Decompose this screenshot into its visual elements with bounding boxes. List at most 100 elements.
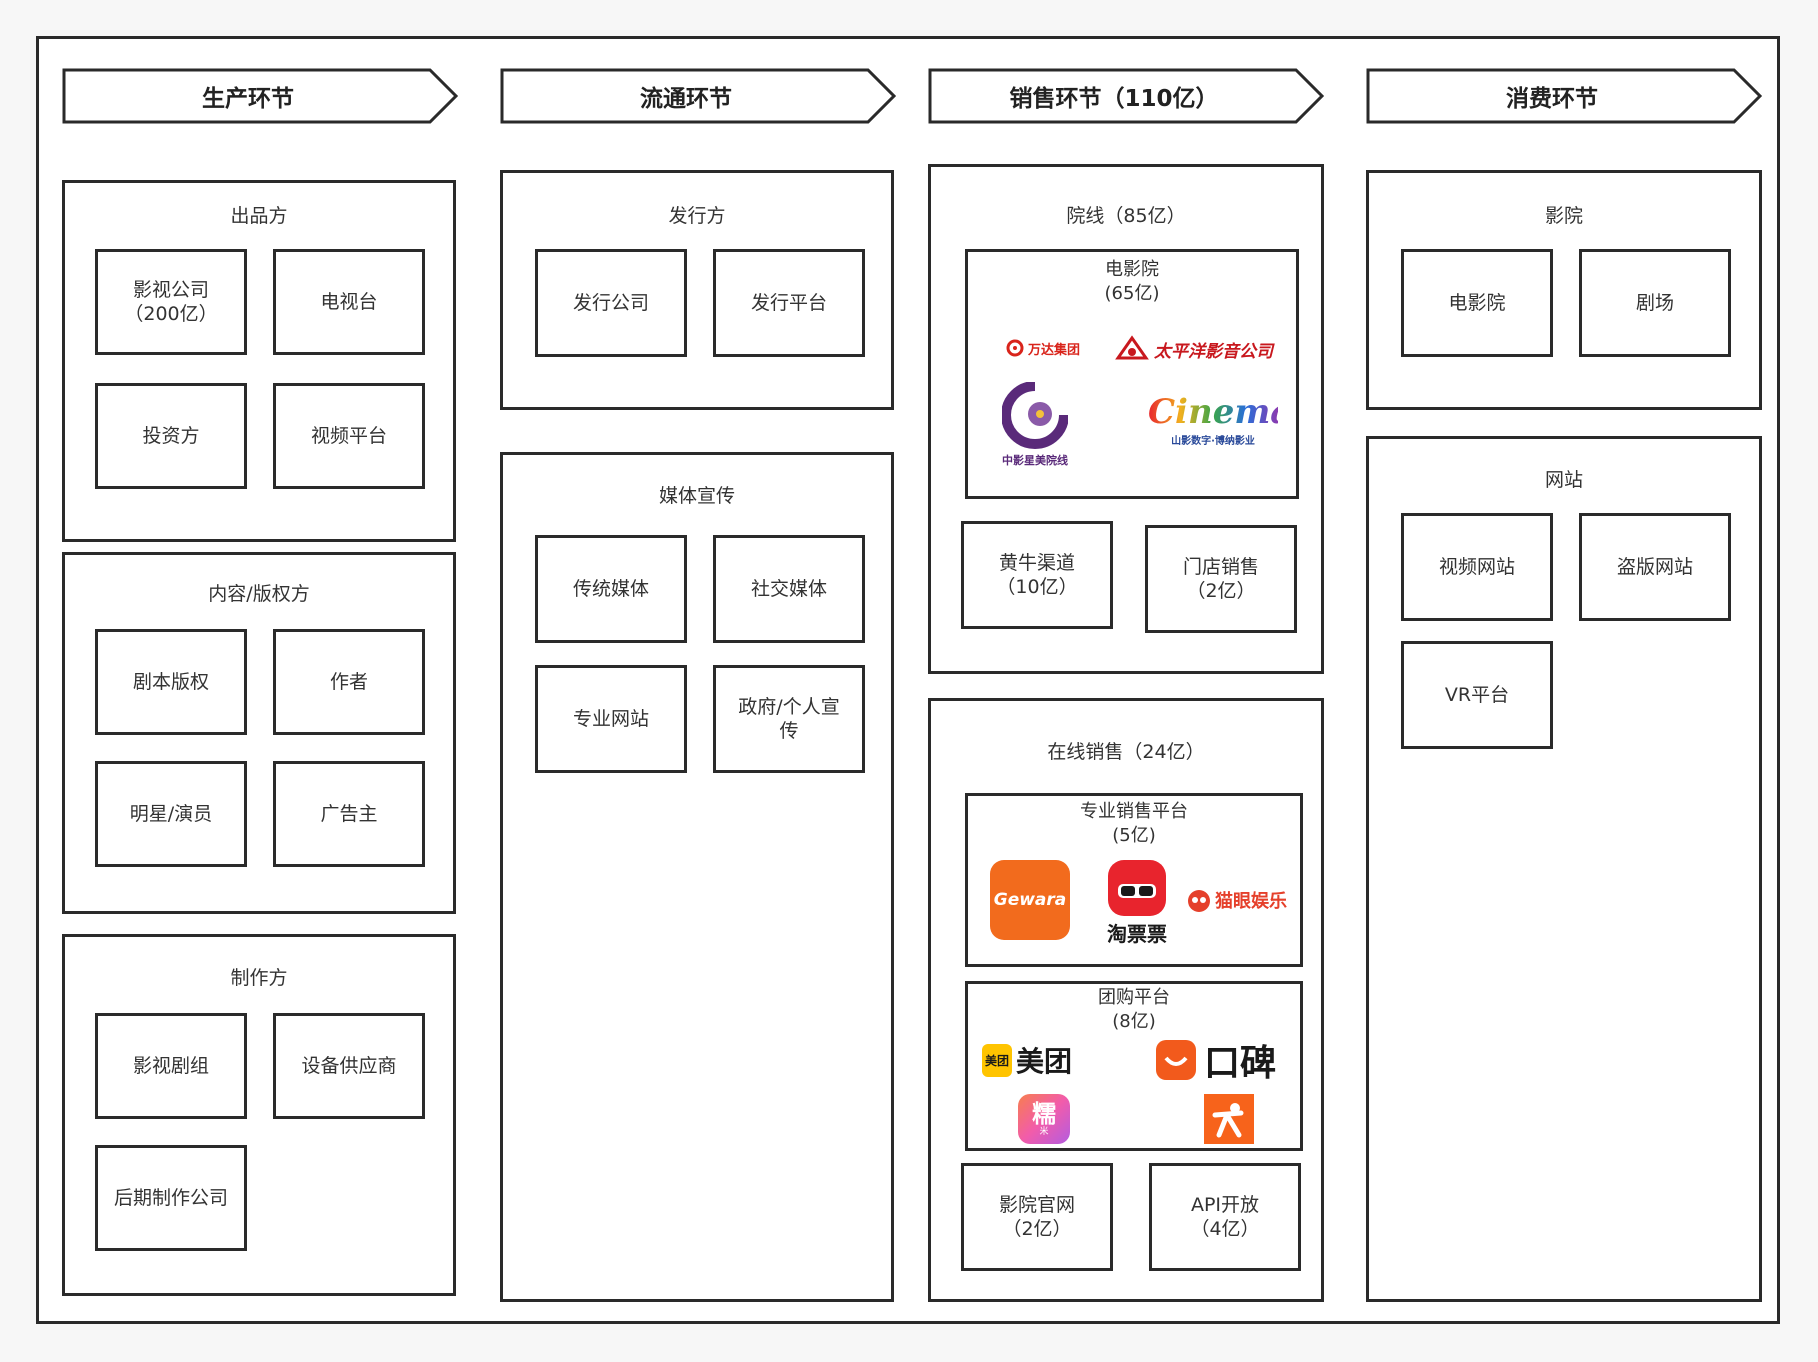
cinema-logo: Cinema 山影数字·博纳影业	[1148, 392, 1292, 462]
producer-item: 影视公司 （200亿）	[95, 249, 247, 355]
theater-title: 影院	[1544, 205, 1583, 227]
pacific-emblem-icon	[1115, 335, 1149, 360]
item-label: 门店销售	[1182, 556, 1259, 578]
cinema-box: 电影院 (65亿) 万达集团 太平洋影音公司 中影星美院线 Cinema 山影数…	[965, 249, 1299, 499]
group-platform-sub: (8亿)	[1112, 1011, 1156, 1032]
online-panel: 在线销售（24亿） 专业销售平台 (5亿) Gewara 淘票票 猫眼娱乐 团购…	[928, 698, 1324, 1302]
item-label: 设备供应商	[301, 1055, 397, 1077]
item-label: 专业网站	[572, 708, 649, 730]
stage-label-production: 生产环节	[202, 86, 294, 112]
nuomi-logo: 糯 米	[1018, 1094, 1070, 1144]
official-site-box: 影院官网 （2亿）	[961, 1163, 1113, 1271]
cinema-logo-sub: 山影数字·博纳影业	[1171, 436, 1255, 447]
maker-title: 制作方	[230, 967, 288, 989]
item-label: 视频网站	[1438, 556, 1515, 578]
producer-panel: 出品方 影视公司 （200亿） 电视台 投资方 视频平台	[62, 180, 456, 542]
item-sub: （4亿）	[1190, 1218, 1260, 1240]
rights-item: 广告主	[273, 761, 425, 867]
distributor-title: 发行方	[668, 205, 726, 227]
rights-panel: 内容/版权方 剧本版权 作者 明星/演员 广告主	[62, 552, 456, 914]
scalper-box: 黄牛渠道 （10亿）	[961, 521, 1113, 629]
maker-item: 设备供应商	[273, 1013, 425, 1119]
distributor-item: 发行平台	[713, 249, 865, 357]
maoyan-logo-text: 猫眼娱乐	[1215, 891, 1287, 912]
theater-item: 剧场	[1579, 249, 1731, 357]
website-title: 网站	[1544, 469, 1583, 491]
maker-item: 影视剧组	[95, 1013, 247, 1119]
dianping-logo	[1204, 1094, 1254, 1144]
stage-arrow-circulation	[500, 68, 896, 124]
item-label: 剧场	[1635, 292, 1674, 314]
item-label: 盗版网站	[1616, 556, 1693, 578]
item-label: 发行公司	[572, 292, 649, 314]
dianping-person-icon	[1212, 1103, 1244, 1138]
koubei-logo: 口碑	[1154, 1036, 1294, 1084]
theater-panel: 影院 电影院 剧场	[1366, 170, 1762, 410]
item-label: 剧本版权	[132, 671, 209, 693]
distributor-item: 发行公司	[535, 249, 687, 357]
item-sub: （10亿）	[996, 576, 1078, 598]
item-label: 投资方	[142, 425, 200, 447]
media-panel: 媒体宣传 传统媒体 社交媒体 专业网站 政府/个人宣 传	[500, 452, 894, 1302]
zhongying-logo: 中影星美院线	[1001, 381, 1082, 470]
rights-item: 剧本版权	[95, 629, 247, 735]
stage-label-sales: 销售环节（110亿）	[1009, 86, 1219, 112]
nuomi-logo-sub: 米	[1039, 1127, 1049, 1137]
distributor-panel: 发行方 发行公司 发行平台	[500, 170, 894, 410]
taopiaopiao-logo-text: 淘票票	[1107, 922, 1167, 946]
meituan-logo-text: 美团	[1016, 1045, 1073, 1078]
koubei-logo-text: 口碑	[1204, 1043, 1277, 1084]
item-label: 后期制作公司	[113, 1187, 228, 1209]
item-label: VR平台	[1444, 684, 1510, 706]
item-label: 社交媒体	[750, 578, 827, 600]
website-item: VR平台	[1401, 641, 1553, 749]
gewara-logo-text: Gewara	[993, 890, 1067, 910]
pro-platform-title: 专业销售平台	[1080, 801, 1188, 822]
wanda-logo: 万达集团	[1006, 336, 1116, 360]
producer-item: 视频平台	[273, 383, 425, 489]
stage-arrow-sales	[928, 68, 1324, 124]
maker-item: 后期制作公司	[95, 1145, 247, 1251]
website-item: 盗版网站	[1579, 513, 1731, 621]
wanda-logo-text: 万达集团	[1028, 342, 1081, 358]
item-label: 发行平台	[750, 292, 827, 314]
item-label: 影院官网	[998, 1194, 1075, 1216]
koubei-icon	[1156, 1040, 1196, 1080]
website-item: 视频网站	[1401, 513, 1553, 621]
item-label: 电影院	[1448, 292, 1506, 314]
media-item: 专业网站	[535, 665, 687, 773]
producer-title: 出品方	[230, 205, 288, 227]
item-sub: 传	[779, 720, 799, 742]
meituan-badge: 美团	[982, 1043, 1013, 1077]
cinema-sub: (65亿)	[1104, 283, 1160, 304]
online-title: 在线销售（24亿）	[1047, 741, 1205, 763]
item-sub: （2亿）	[1002, 1218, 1072, 1240]
group-platform-title: 团购平台	[1098, 987, 1170, 1008]
item-sub: （200亿）	[124, 303, 218, 325]
item-label: 电视台	[320, 291, 378, 313]
item-label: 影视公司	[132, 279, 209, 301]
wanda-emblem-icon	[1006, 339, 1024, 357]
maker-panel: 制作方 影视剧组 设备供应商 后期制作公司	[62, 934, 456, 1296]
pro-platform-sub: (5亿)	[1112, 825, 1156, 846]
item-label: 视频平台	[310, 425, 387, 447]
api-box: API开放 （4亿）	[1149, 1163, 1301, 1271]
nuomi-logo-text: 糯	[1032, 1100, 1056, 1128]
pacific-logo-text: 太平洋影音公司	[1154, 341, 1273, 362]
media-item: 社交媒体	[713, 535, 865, 643]
website-panel: 网站 视频网站 盗版网站 VR平台	[1366, 436, 1762, 1302]
zhongying-emblem-icon	[1001, 381, 1069, 449]
stage-label-consumption: 消费环节	[1506, 86, 1598, 112]
pro-platform-box: 专业销售平台 (5亿) Gewara 淘票票 猫眼娱乐	[965, 793, 1303, 967]
group-platform-box: 团购平台 (8亿) 美团 美团 口碑 糯 米	[965, 981, 1303, 1151]
gewara-logo: Gewara	[990, 860, 1070, 940]
pacific-logo: 太平洋影音公司	[1114, 326, 1290, 372]
store-box: 门店销售 （2亿）	[1145, 525, 1297, 633]
maoyan-logo: 猫眼娱乐	[1186, 886, 1298, 914]
item-label: 广告主	[320, 803, 378, 825]
theater-line-panel: 院线（85亿） 电影院 (65亿) 万达集团 太平洋影音公司 中影星美院线 Ci…	[928, 164, 1324, 674]
item-label: 黄牛渠道	[998, 552, 1075, 574]
item-label: 政府/个人宣	[738, 696, 840, 718]
meituan-logo: 美团 美团	[982, 1040, 1092, 1080]
stage-arrow-production	[62, 68, 458, 124]
